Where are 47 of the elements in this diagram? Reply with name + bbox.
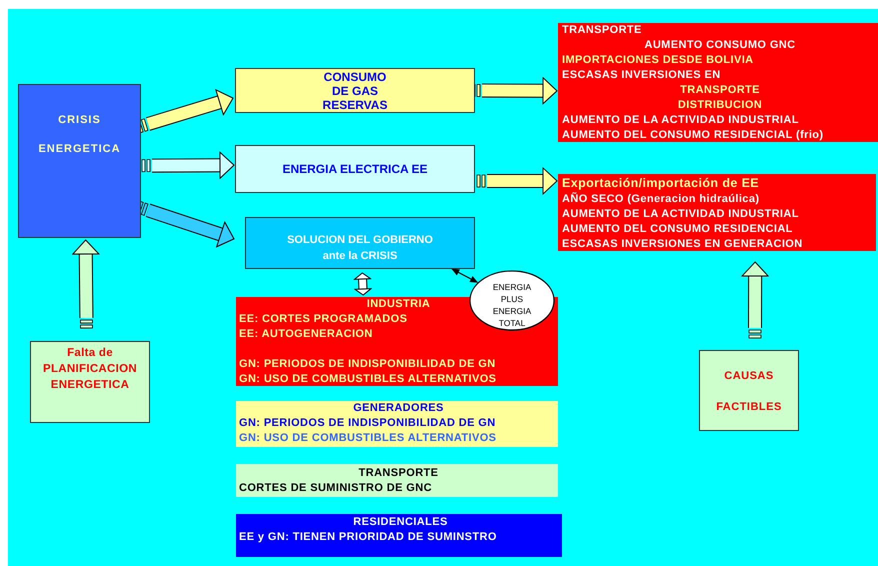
body-text: EE: AUTOGENERACION — [239, 327, 373, 342]
body-text: SOLUCION DEL GOBIERNO ante la CRISIS — [286, 233, 434, 264]
body-text: AUMENTO DE LA ACTIVIDAD INDUSTRIAL — [562, 113, 799, 128]
body-text: GN: USO DE COMBUSTIBLES ALTERNATIVOS — [239, 431, 496, 446]
body-text: FACTIBLES — [716, 400, 782, 415]
body-text: GN: PERIODOS DE INDISPONIBILIDAD DE GN — [239, 357, 496, 372]
body-text: CONSUMO DE GAS RESERVAS — [322, 70, 388, 112]
heading-text: CAUSAS — [724, 369, 774, 384]
process-box — [235, 68, 475, 113]
body-text: EE y GN: TIENEN PRIORIDAD DE SUMINSTRO — [239, 530, 497, 545]
body-text: AÑO SECO (Generacion hidraúlica) — [562, 192, 760, 207]
cause-box — [30, 341, 150, 423]
heading-text: TRANSPORTE — [562, 23, 642, 38]
cause-panel — [558, 174, 876, 251]
sector-panel — [236, 401, 558, 447]
sector-panel — [236, 514, 562, 557]
body-text: IMPORTACIONES DESDE BOLIVIA — [562, 53, 754, 68]
body-text: ENERGIA PLUS ENERGIA TOTAL — [492, 281, 532, 329]
body-text: GN: USO DE COMBUSTIBLES ALTERNATIVOS — [239, 372, 496, 387]
body-text: GN: PERIODOS DE INDISPONIBILIDAD DE GN — [239, 416, 496, 431]
body-text: EE: CORTES PROGRAMADOS — [239, 312, 408, 327]
body-text: AUMENTO DEL CONSUMO RESIDENCIAL (frio) — [562, 128, 824, 143]
body-text: DISTRIBUCION — [678, 98, 762, 113]
process-box — [245, 217, 475, 269]
heading-text: RESIDENCIALES — [353, 515, 448, 530]
sector-panel — [236, 464, 558, 497]
body-text: Falta de PLANIFICACION ENERGETICA — [42, 346, 138, 393]
cause-box — [699, 350, 799, 431]
ellipse-node — [469, 270, 555, 331]
heading-text: INDUSTRIA — [366, 297, 430, 312]
body-text: ESCASAS INVERSIONES EN — [562, 68, 721, 83]
body-text: AUMENTO CONSUMO GNC — [644, 38, 796, 53]
heading-text: TRANSPORTE — [358, 466, 438, 481]
body-text: ENERGETICA — [38, 142, 121, 157]
process-box — [235, 145, 475, 193]
sector-panel — [236, 297, 558, 386]
body-text: AUMENTO DEL CONSUMO RESIDENCIAL — [562, 222, 793, 237]
body-text: TRANSPORTE — [680, 83, 760, 98]
body-text: AUMENTO DE LA ACTIVIDAD INDUSTRIAL — [562, 207, 799, 222]
heading-text: Exportación/importación de EE — [562, 175, 760, 192]
body-text: CORTES DE SUMINISTRO DE GNC — [239, 481, 432, 496]
heading-text: GENERADORES — [353, 401, 444, 416]
process-box — [18, 84, 141, 238]
body-text: ENERGIA ELECTRICA EE — [282, 162, 428, 177]
cause-panel — [558, 23, 878, 142]
body-text: ESCASAS INVERSIONES EN GENERACION — [562, 237, 803, 252]
heading-text: CRISIS — [58, 113, 101, 128]
